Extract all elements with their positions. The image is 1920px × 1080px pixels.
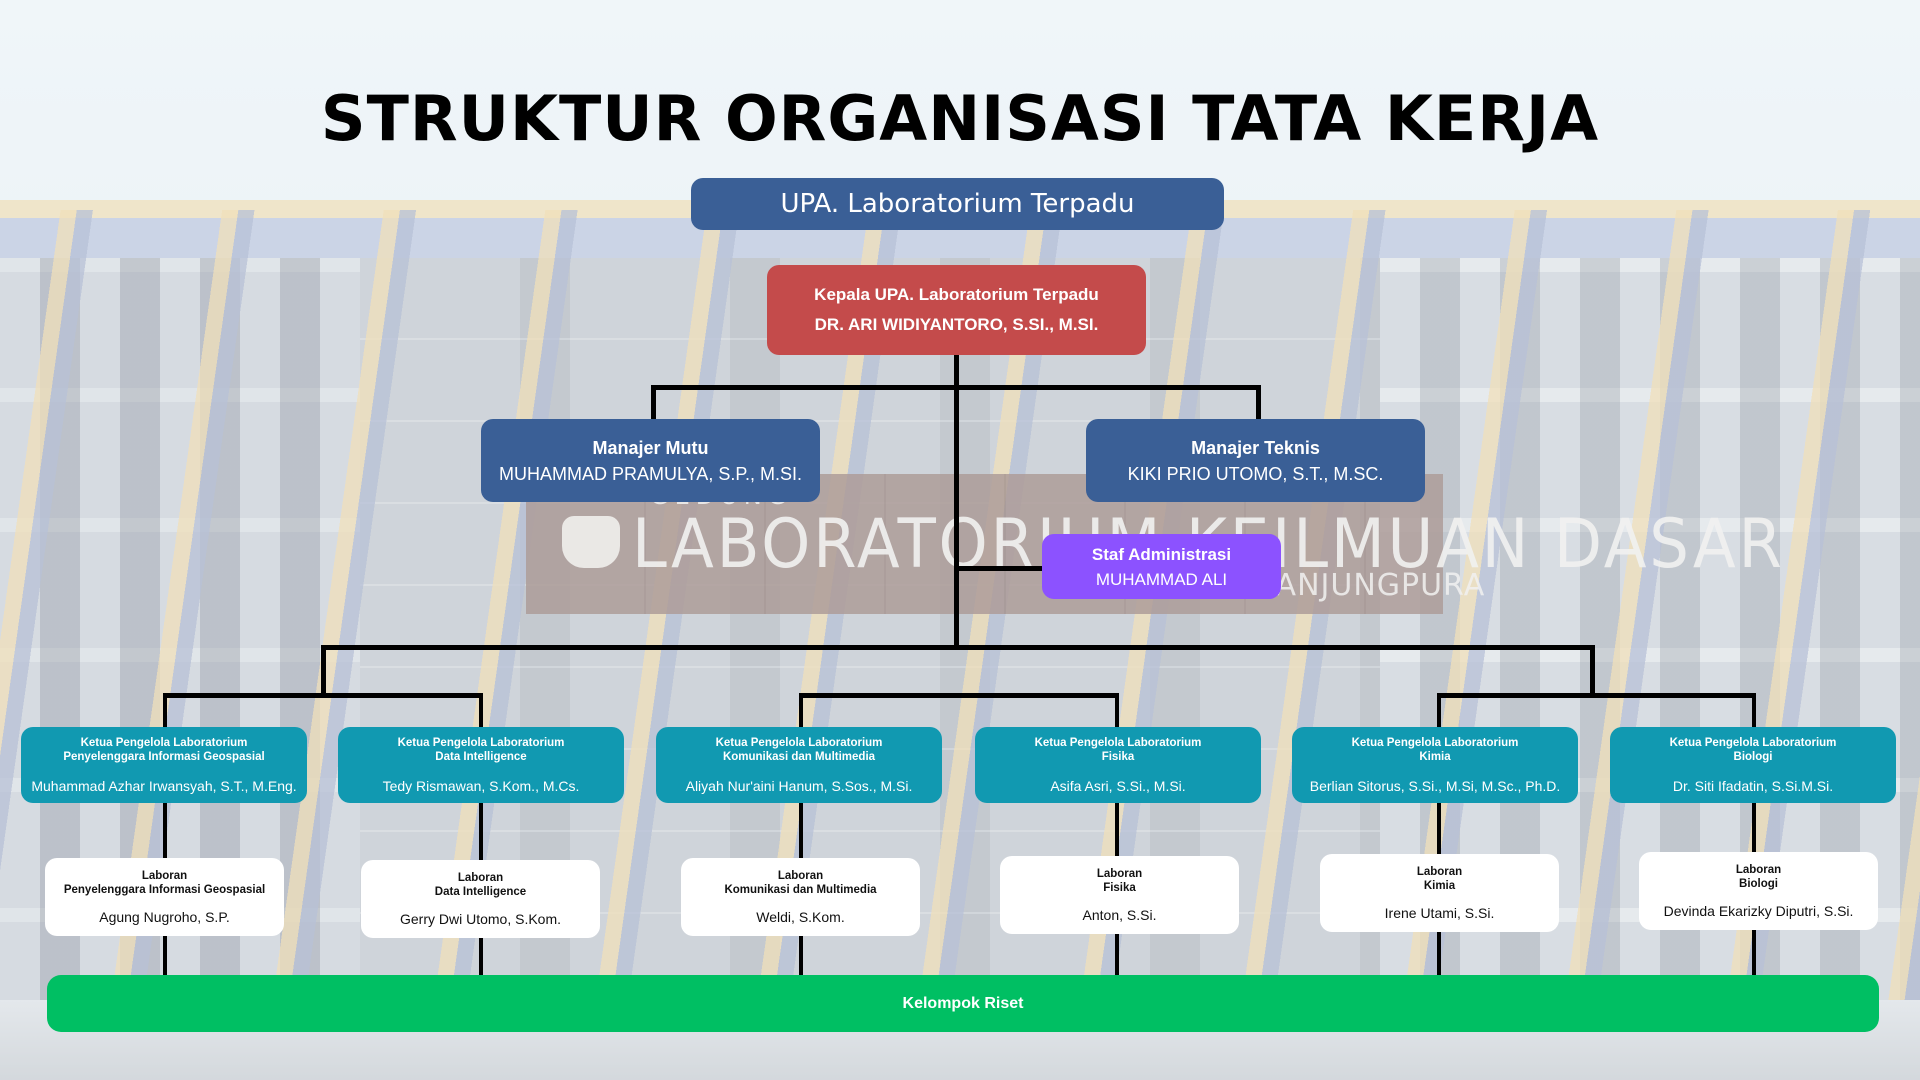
lab-head-name: Aliyah Nur'aini Hanum, S.Sos., M.Si.: [685, 778, 913, 794]
lab-name: Komunikasi dan Multimedia: [722, 751, 876, 763]
lab-head-title: Ketua Pengelola Laboratorium: [1669, 737, 1837, 749]
lab-head-box: Ketua Pengelola Laboratorium Komunikasi …: [656, 727, 942, 803]
admin-title: Staf Administrasi: [1091, 544, 1232, 564]
lab-head-title: Ketua Pengelola Laboratorium: [715, 737, 883, 749]
laboran-title: Laboran: [1416, 866, 1463, 878]
laboran-name: Anton, S.Si.: [1082, 907, 1157, 923]
laboran-name: Gerry Dwi Utomo, S.Kom.: [399, 911, 562, 927]
connector-manager-teknis: [1256, 385, 1261, 419]
laboran-title: Laboran: [777, 870, 824, 882]
laboran-title: Laboran: [141, 870, 188, 882]
lab-head-name: Tedy Rismawan, S.Kom., M.Cs.: [382, 778, 580, 794]
manager-title: Manajer Teknis: [1191, 437, 1320, 458]
research-group-bar: Kelompok Riset: [47, 975, 1879, 1032]
connector-head-trunk: [954, 355, 959, 647]
lab-head-name: Dr. Siti Ifadatin, S.Si.M.Si.: [1672, 778, 1834, 794]
unit-box: UPA. Laboratorium Terpadu: [691, 178, 1224, 230]
connector-lab-1: [163, 693, 167, 975]
laboran-name: Agung Nugroho, S.P.: [99, 909, 230, 925]
lab-name: Kimia: [1419, 751, 1451, 763]
laboran-name: Devinda Ekarizky Diputri, S.Si.: [1663, 903, 1854, 919]
laboran-box: Laboran Biologi Devinda Ekarizky Diputri…: [1639, 852, 1878, 930]
laboran-lab-name: Penyelenggara Informasi Geospasial: [63, 884, 266, 896]
laboran-lab-name: Fisika: [1103, 882, 1136, 894]
lab-head-title: Ketua Pengelola Laboratorium: [80, 737, 248, 749]
laboran-title: Laboran: [457, 872, 504, 884]
manager-mutu-box: Manajer Mutu MUHAMMAD PRAMULYA, S.P., M.…: [481, 419, 820, 502]
connector-right-drop: [1590, 645, 1595, 696]
connector-labs-bar: [321, 645, 1595, 650]
university-logo-icon: [562, 516, 620, 568]
laboran-name: Irene Utami, S.Si.: [1384, 905, 1495, 921]
lab-head-name: Asifa Asri, S.Si., M.Si.: [1050, 778, 1186, 794]
lab-head-title: Ketua Pengelola Laboratorium: [1034, 737, 1202, 749]
manager-teknis-box: Manajer Teknis KIKI PRIO UTOMO, S.T., M.…: [1086, 419, 1425, 502]
connector-left-drop: [321, 645, 326, 696]
head-box: Kepala UPA. Laboratorium Terpadu DR. ARI…: [767, 265, 1146, 355]
lab-head-name: Berlian Sitorus, S.Si., M.Si, M.Sc., Ph.…: [1309, 778, 1561, 794]
connector-center-pair: [799, 693, 1119, 698]
connector-lab-6: [1752, 693, 1756, 975]
page-title: STRUKTUR ORGANISASI TATA KERJA: [320, 82, 1600, 155]
laboran-lab-name: Biologi: [1739, 878, 1778, 890]
lab-head-box: Ketua Pengelola Laboratorium Data Intell…: [338, 727, 624, 803]
manager-name: KIKI PRIO UTOMO, S.T., M.SC.: [1127, 463, 1384, 484]
admin-name: MUHAMMAD ALI: [1095, 569, 1228, 589]
connector-lab-4: [1115, 693, 1119, 975]
lab-head-name: Muhammad Azhar Irwansyah, S.T., M.Eng.: [31, 778, 297, 794]
connector-right-pair: [1437, 693, 1756, 698]
lab-name: Penyelenggara Informasi Geospasial: [63, 751, 265, 763]
laboran-title: Laboran: [1735, 864, 1782, 876]
laboran-box: Laboran Kimia Irene Utami, S.Si.: [1320, 854, 1559, 932]
lab-head-box: Ketua Pengelola Laboratorium Fisika Asif…: [975, 727, 1261, 803]
head-title: Kepala UPA. Laboratorium Terpadu: [814, 285, 1099, 304]
laboran-lab-name: Data Intelligence: [434, 886, 527, 898]
connector-lab-5: [1437, 693, 1441, 975]
connector-lab-3: [799, 693, 803, 975]
connector-managers-bar: [651, 385, 1261, 390]
laboran-box: Laboran Komunikasi dan Multimedia Weldi,…: [681, 858, 920, 936]
laboran-box: Laboran Data Intelligence Gerry Dwi Utom…: [361, 860, 600, 938]
connector-manager-mutu: [651, 385, 656, 419]
lab-name: Fisika: [1101, 751, 1135, 763]
head-name: DR. ARI WIDIYANTORO, S.SI., M.SI.: [814, 315, 1099, 334]
laboran-name: Weldi, S.Kom.: [756, 909, 845, 925]
connector-left-pair: [163, 693, 482, 698]
lab-head-title: Ketua Pengelola Laboratorium: [397, 737, 565, 749]
laboran-lab-name: Kimia: [1423, 880, 1456, 892]
lab-name: Data Intelligence: [435, 751, 527, 763]
lab-head-box: Ketua Pengelola Laboratorium Penyelengga…: [21, 727, 307, 803]
research-group-label: Kelompok Riset: [902, 994, 1024, 1012]
laboran-title: Laboran: [1096, 868, 1143, 880]
admin-staff-box: Staf Administrasi MUHAMMAD ALI: [1042, 534, 1281, 599]
connector-admin: [956, 566, 1042, 571]
manager-title: Manajer Mutu: [592, 437, 709, 458]
lab-head-title: Ketua Pengelola Laboratorium: [1351, 737, 1519, 749]
laboran-lab-name: Komunikasi dan Multimedia: [724, 884, 877, 896]
lab-head-box: Ketua Pengelola Laboratorium Kimia Berli…: [1292, 727, 1578, 803]
connector-lab-2: [479, 693, 483, 975]
lab-name: Biologi: [1733, 751, 1773, 763]
laboran-box: Laboran Penyelenggara Informasi Geospasi…: [45, 858, 284, 936]
sky: [0, 0, 1920, 210]
unit-label: UPA. Laboratorium Terpadu: [780, 189, 1135, 219]
manager-name: MUHAMMAD PRAMULYA, S.P., M.SI.: [498, 463, 803, 484]
laboran-box: Laboran Fisika Anton, S.Si.: [1000, 856, 1239, 934]
lab-head-box: Ketua Pengelola Laboratorium Biologi Dr.…: [1610, 727, 1896, 803]
